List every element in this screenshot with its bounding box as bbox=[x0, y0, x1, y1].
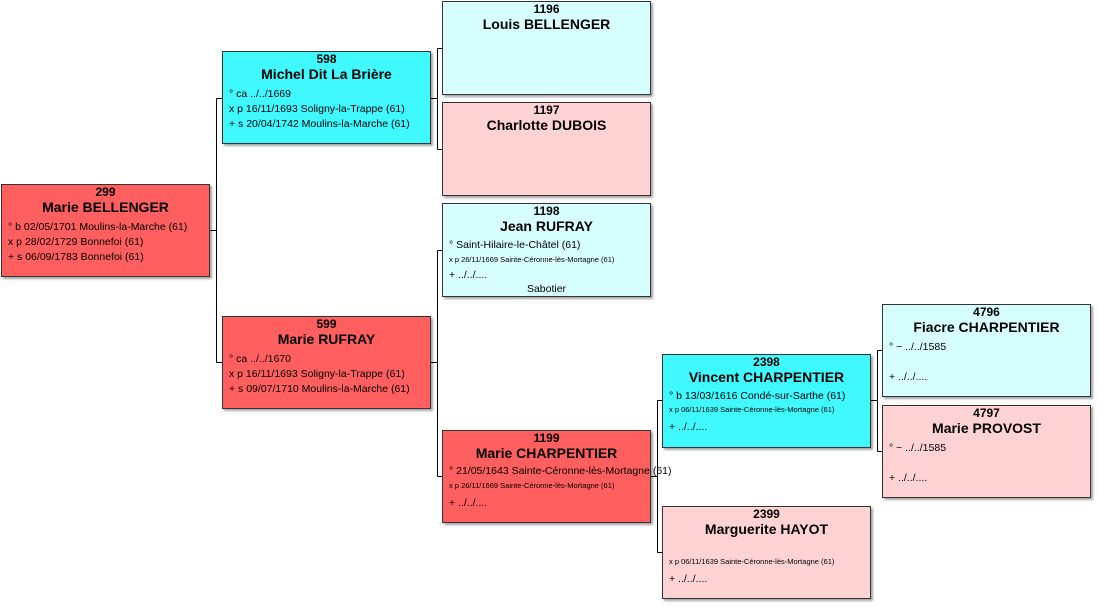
death-line: + ../../.... bbox=[449, 497, 488, 509]
marriage-line: x p 28/02/1729 Bonnefoi (61) bbox=[8, 236, 144, 248]
person-card-2399[interactable]: 2399 Marguerite HAYOT x p 06/11/1639 Sai… bbox=[662, 506, 871, 599]
person-card-1199[interactable]: 1199 Marie CHARPENTIER ° 21/05/1643 Sain… bbox=[442, 430, 672, 523]
person-name: Charlotte DUBOIS bbox=[486, 117, 607, 133]
death-line: + s 09/07/1710 Moulins-la-Marche (61) bbox=[229, 383, 410, 395]
sosa-number: 599 bbox=[316, 317, 337, 331]
marriage-line: x p 16/11/1693 Soligny-la-Trappe (61) bbox=[229, 368, 405, 380]
sosa-number: 4796 bbox=[973, 305, 1000, 319]
person-name: Michel Dit La Brière bbox=[261, 66, 392, 82]
marriage-line: x p 26/11/1669 Sainte-Céronne-lès-Mortag… bbox=[449, 481, 615, 490]
connector-2398-parents bbox=[871, 350, 883, 452]
person-name: Marie CHARPENTIER bbox=[475, 445, 618, 461]
death-line: + ../../.... bbox=[889, 371, 928, 383]
connector-299-parents bbox=[210, 98, 222, 363]
connector-1199-parents bbox=[651, 400, 663, 553]
person-card-598[interactable]: 598 Michel Dit La Brière ° ca ../../1669… bbox=[222, 51, 431, 144]
person-name: Fiacre CHARPENTIER bbox=[913, 319, 1060, 335]
sosa-number: 299 bbox=[95, 185, 116, 199]
sosa-number: 2399 bbox=[753, 507, 780, 521]
birth-line: ° ~ ../../1585 bbox=[889, 442, 947, 454]
death-line: + ../../.... bbox=[669, 573, 708, 585]
person-name: Marie RUFRAY bbox=[277, 331, 376, 347]
sosa-number: 1196 bbox=[533, 2, 560, 16]
marriage-line: x p 26/11/1669 Sainte-Céronne-lès-Mortag… bbox=[449, 255, 615, 264]
person-name: Marguerite HAYOT bbox=[704, 521, 829, 537]
birth-line: ° ~ ../../1585 bbox=[889, 341, 947, 353]
person-card-299[interactable]: 299 Marie BELLENGER ° b 02/05/1701 Mouli… bbox=[1, 184, 210, 277]
death-line: + ../../.... bbox=[449, 269, 488, 281]
person-name: Marie PROVOST bbox=[932, 420, 1041, 436]
person-name: Vincent CHARPENTIER bbox=[688, 369, 845, 385]
person-name: Marie BELLENGER bbox=[42, 199, 169, 215]
connector-599-parents bbox=[431, 250, 443, 477]
sosa-number: 1199 bbox=[533, 431, 560, 445]
occupation-label: Sabotier bbox=[526, 283, 567, 295]
birth-line: ° ca ../../1670 bbox=[229, 353, 291, 365]
death-line: + ../../.... bbox=[889, 472, 928, 484]
person-card-4797[interactable]: 4797 Marie PROVOST ° ~ ../../1585 + ../.… bbox=[882, 405, 1091, 498]
person-card-4796[interactable]: 4796 Fiacre CHARPENTIER ° ~ ../../1585 +… bbox=[882, 304, 1091, 397]
death-line: + ../../.... bbox=[669, 421, 708, 433]
person-name: Louis BELLENGER bbox=[482, 16, 611, 32]
marriage-line: x p 16/11/1693 Soligny-la-Trappe (61) bbox=[229, 103, 405, 115]
sosa-number: 1197 bbox=[533, 103, 560, 117]
marriage-line: x p 06/11/1639 Sainte-Céronne-lès-Mortag… bbox=[669, 557, 835, 566]
birth-line: ° ca ../../1669 bbox=[229, 88, 291, 100]
person-name: Jean RUFRAY bbox=[500, 218, 593, 234]
sosa-number: 598 bbox=[316, 52, 337, 66]
person-card-1196[interactable]: 1196 Louis BELLENGER bbox=[442, 1, 651, 95]
person-card-599[interactable]: 599 Marie RUFRAY ° ca ../../1670 x p 16/… bbox=[222, 316, 431, 409]
person-card-1197[interactable]: 1197 Charlotte DUBOIS bbox=[442, 102, 651, 196]
connector-598-parents bbox=[431, 48, 443, 150]
birth-line: ° b 02/05/1701 Moulins-la-Marche (61) bbox=[8, 221, 188, 233]
person-card-2398[interactable]: 2398 Vincent CHARPENTIER ° b 13/03/1616 … bbox=[662, 354, 871, 448]
sosa-number: 2398 bbox=[753, 355, 780, 369]
birth-line: ° 21/05/1643 Sainte-Céronne-lès-Mortagne… bbox=[449, 465, 672, 477]
sosa-number: 1198 bbox=[533, 204, 560, 218]
death-line: + s 06/09/1783 Bonnefoi (61) bbox=[8, 251, 144, 263]
birth-line: ° b 13/03/1616 Condé-sur-Sarthe (61) bbox=[669, 390, 846, 402]
marriage-line: x p 06/11/1639 Sainte-Céronne-lès-Mortag… bbox=[669, 405, 835, 414]
death-line: + s 20/04/1742 Moulins-la-Marche (61) bbox=[229, 118, 410, 130]
sosa-number: 4797 bbox=[973, 406, 1000, 420]
birth-line: ° Saint-Hilaire-le-Châtel (61) bbox=[449, 239, 581, 251]
person-card-1198[interactable]: 1198 Jean RUFRAY ° Saint-Hilaire-le-Chât… bbox=[442, 203, 651, 297]
